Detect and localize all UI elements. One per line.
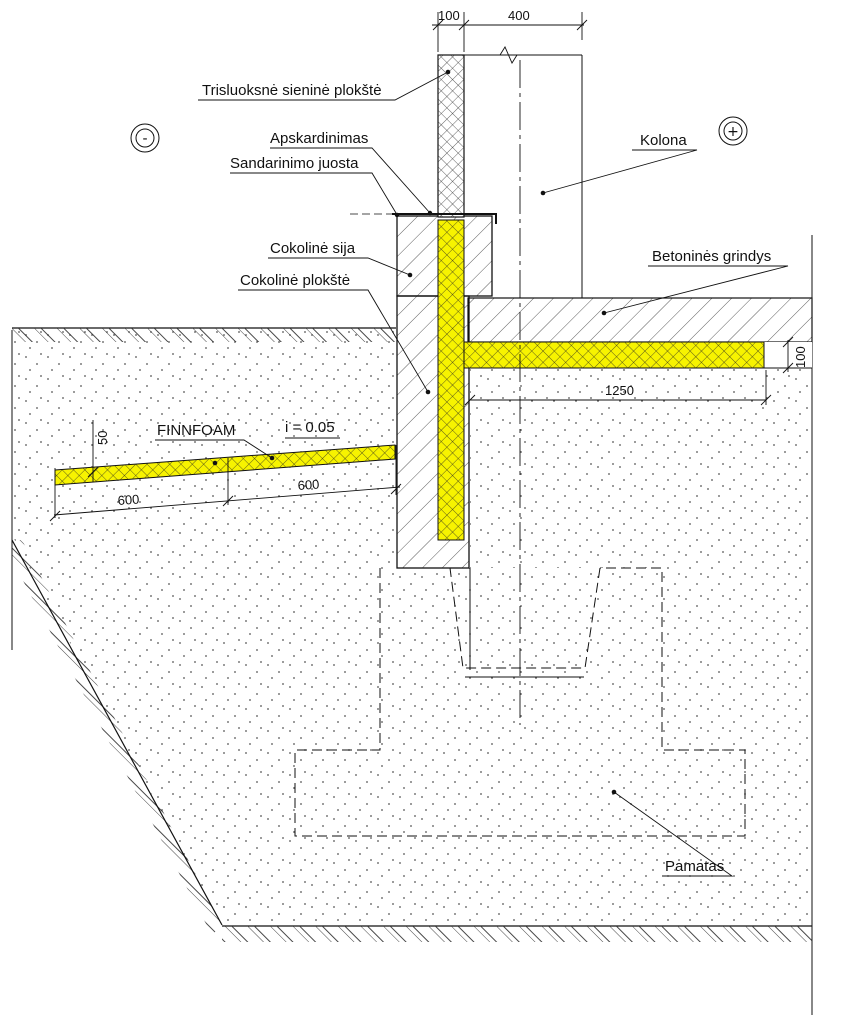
column <box>464 54 583 725</box>
dim-column-width: 400 <box>508 8 530 23</box>
dim-ground-insulation-seg1: 600 <box>117 492 140 508</box>
label-foundation: Pamatas <box>665 858 724 875</box>
leader-lines <box>155 71 789 877</box>
foundation-outline <box>294 567 746 837</box>
label-flashing: Apskardinimas <box>270 130 368 147</box>
label-plinth-panel: Cokolinė plokštė <box>240 272 350 289</box>
label-sealing-tape: Sandarinimo juosta <box>230 155 359 172</box>
label-wall-panel: Trisluoksnė sieninė plokštė <box>202 82 382 99</box>
label-plinth-beam: Cokolinė sija <box>270 240 356 257</box>
dim-floor-insulation-length: 1250 <box>605 383 634 398</box>
outside-marker: - <box>130 123 160 153</box>
label-slope: i = 0.05 <box>285 419 335 436</box>
label-insulation: FINNFOAM <box>157 422 235 439</box>
inside-symbol: + <box>727 124 739 140</box>
wall-panel <box>437 54 465 218</box>
outside-symbol: - <box>142 131 147 147</box>
dim-floor-insulation-thickness: 100 <box>793 346 808 368</box>
dim-ground-insulation-seg2: 600 <box>297 477 320 493</box>
dim-wall-thickness: 100 <box>438 8 460 23</box>
dim-ground-insulation-thickness: 50 <box>95 431 110 445</box>
dimension-lines <box>49 12 794 522</box>
insulation-layers <box>54 219 765 541</box>
label-column: Kolona <box>640 132 687 149</box>
inside-marker: + <box>718 116 748 146</box>
label-concrete-floor: Betoninės grindys <box>652 248 771 265</box>
leader-dots <box>212 69 617 795</box>
